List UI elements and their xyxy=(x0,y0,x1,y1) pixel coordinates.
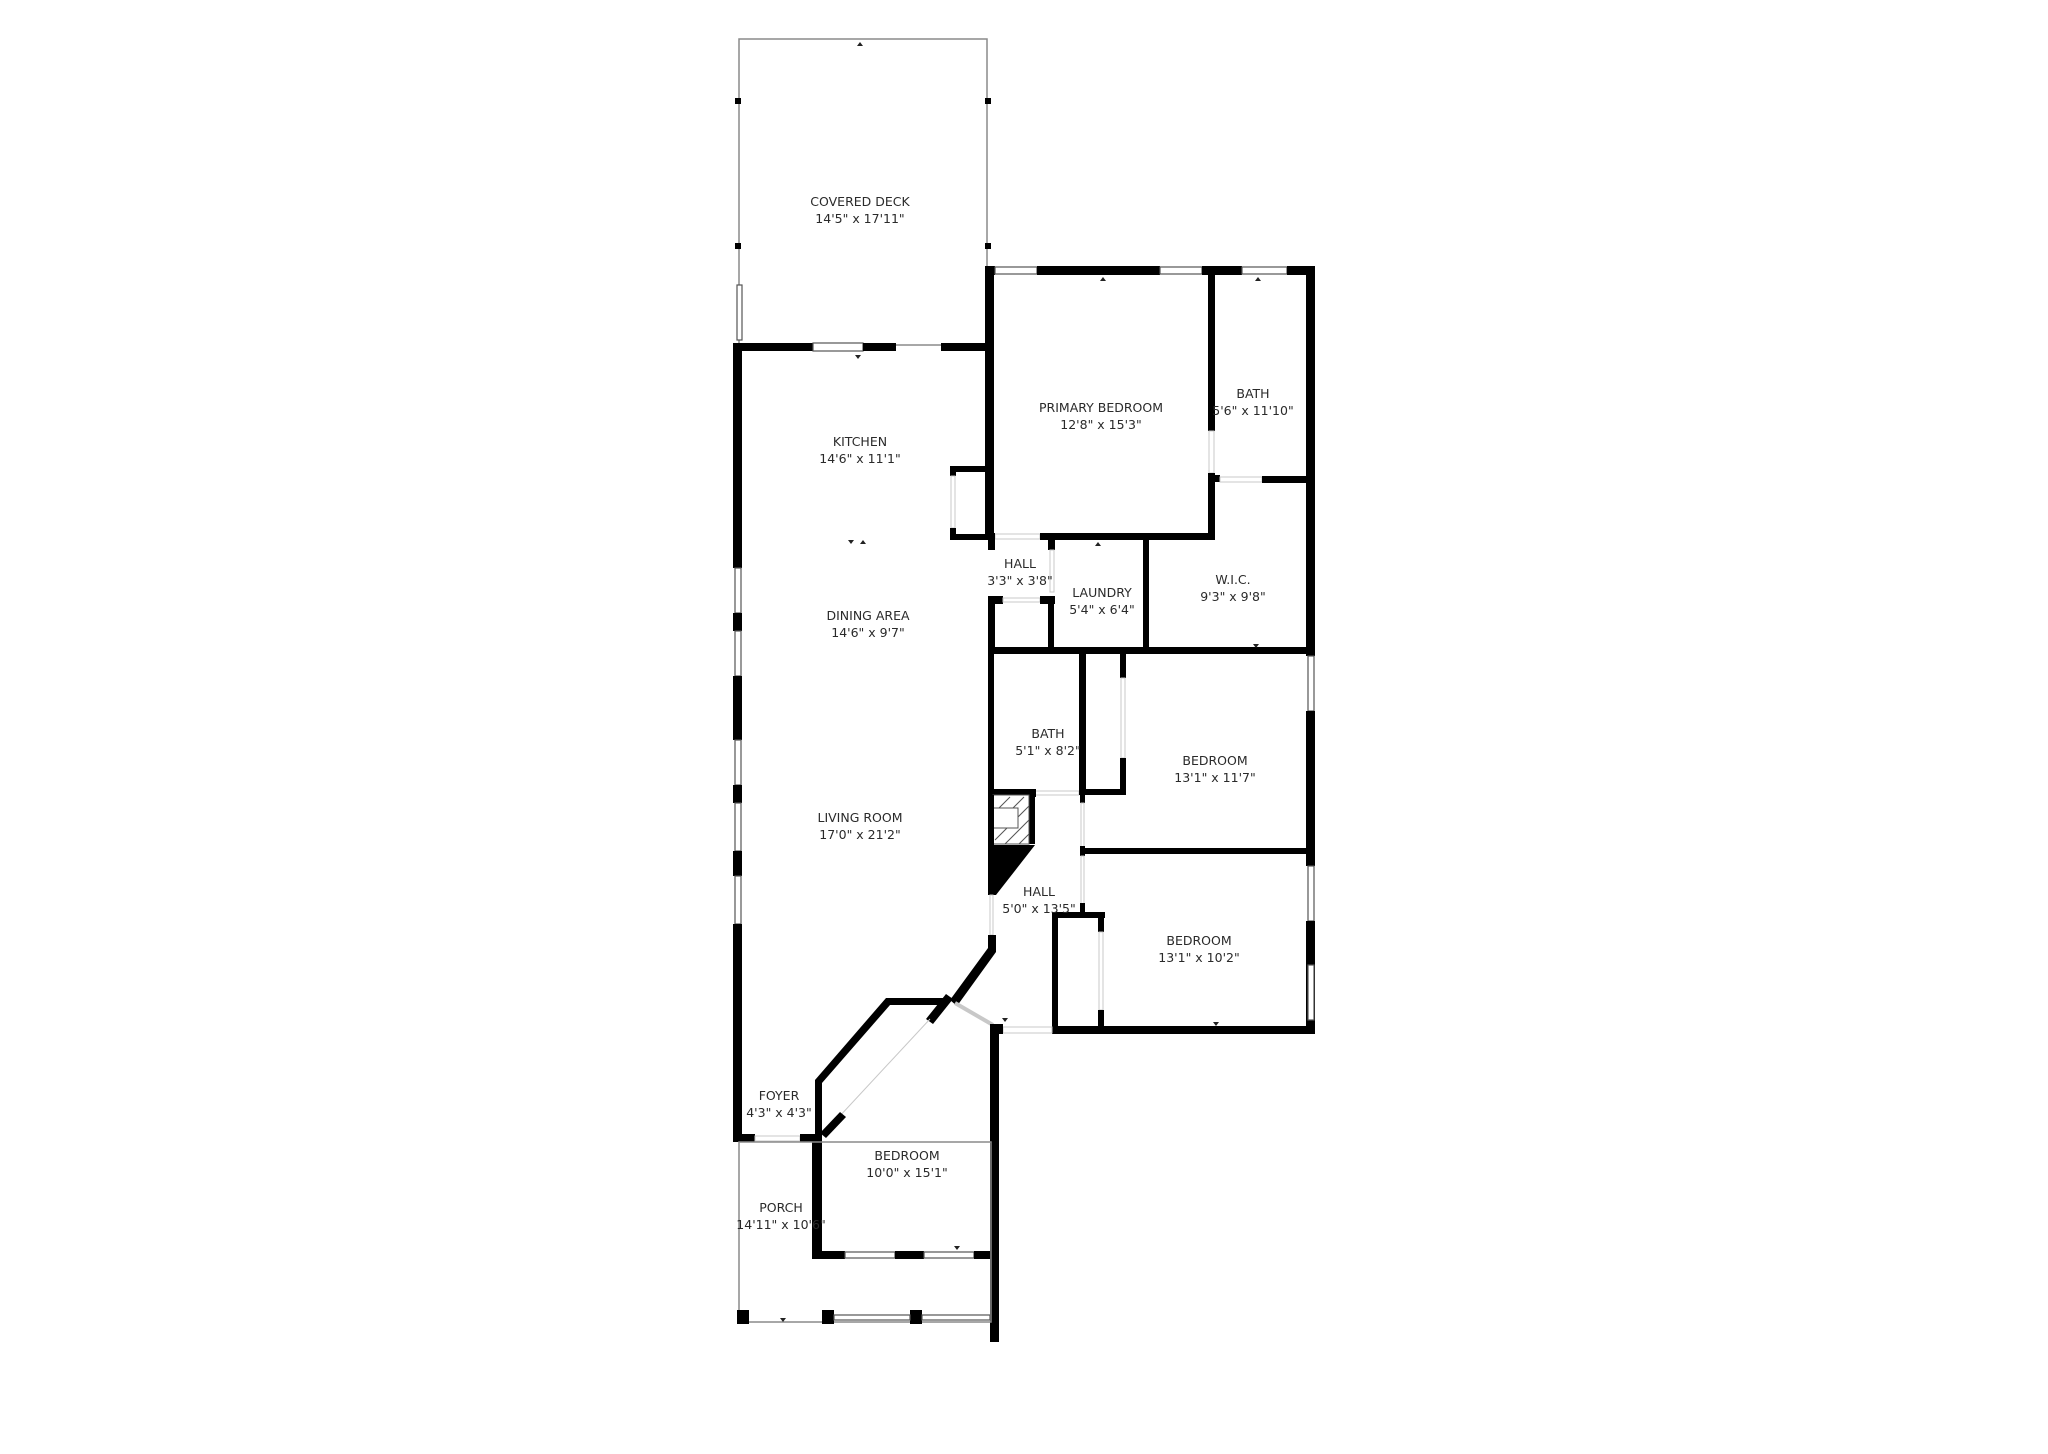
room-label-hall-small: HALL 3'3" x 3'8" xyxy=(987,555,1053,589)
room-name: HALL xyxy=(1023,884,1055,899)
room-name: DINING AREA xyxy=(826,608,910,623)
room-dimensions: 14'5" x 17'11" xyxy=(815,211,905,226)
room-label-bath-2: BATH 5'1" x 8'2" xyxy=(1015,725,1081,759)
room-dimensions: 13'1" x 10'2" xyxy=(1158,950,1240,965)
covered-deck-outline xyxy=(735,38,991,346)
room-label-kitchen: KITCHEN 14'6" x 11'1" xyxy=(819,433,900,467)
room-name: BATH xyxy=(1031,726,1065,741)
room-name: BATH xyxy=(1236,386,1270,401)
room-label-bedroom-4: BEDROOM 10'0" x 15'1" xyxy=(866,1147,947,1181)
room-label-covered-deck: COVERED DECK 14'5" x 17'11" xyxy=(810,193,909,227)
room-name: HALL xyxy=(1004,556,1036,571)
room-label-living-room: LIVING ROOM 17'0" x 21'2" xyxy=(817,809,902,843)
room-dimensions: 5'1" x 8'2" xyxy=(1015,743,1081,758)
room-dimensions: 4'3" x 4'3" xyxy=(746,1105,812,1120)
room-dimensions: 12'8" x 15'3" xyxy=(1060,417,1142,432)
room-name: BEDROOM xyxy=(1182,753,1248,768)
room-name: KITCHEN xyxy=(832,434,888,449)
room-dimensions: 13'1" x 11'7" xyxy=(1174,770,1256,785)
room-dimensions: 5'0" x 13'5" xyxy=(1002,901,1076,916)
room-name: FOYER xyxy=(758,1088,800,1103)
room-label-foyer: FOYER 4'3" x 4'3" xyxy=(746,1087,812,1121)
room-name: PORCH xyxy=(759,1200,803,1215)
room-dimensions: 5'6" x 11'10" xyxy=(1212,403,1294,418)
room-dimensions: 14'11" x 10'6" xyxy=(736,1217,826,1232)
room-label-primary-bath: BATH 5'6" x 11'10" xyxy=(1212,385,1293,419)
room-label-bedroom-2: BEDROOM 13'1" x 11'7" xyxy=(1174,752,1255,786)
room-dimensions: 14'6" x 11'1" xyxy=(819,451,901,466)
measurement-markers xyxy=(780,42,1261,1322)
room-label-porch: PORCH 14'11" x 10'6" xyxy=(736,1199,825,1233)
room-label-hall-main: HALL 5'0" x 13'5" xyxy=(1002,883,1075,917)
room-name: PRIMARY BEDROOM xyxy=(1039,400,1163,415)
room-name: LAUNDRY xyxy=(1072,585,1132,600)
room-label-laundry: LAUNDRY 5'4" x 6'4" xyxy=(1069,584,1135,618)
room-dimensions: 5'4" x 6'4" xyxy=(1069,602,1135,617)
room-name: LIVING ROOM xyxy=(817,810,903,825)
room-dimensions: 10'0" x 15'1" xyxy=(866,1165,948,1180)
room-dimensions: 3'3" x 3'8" xyxy=(987,573,1053,588)
fireplace-hatch xyxy=(992,794,1030,845)
room-name: BEDROOM xyxy=(874,1148,940,1163)
room-label-wic: W.I.C. 9'3" x 9'8" xyxy=(1200,571,1266,605)
walls xyxy=(733,266,1315,1342)
room-name: COVERED DECK xyxy=(810,194,910,209)
room-name: BEDROOM xyxy=(1166,933,1232,948)
room-name: W.I.C. xyxy=(1215,572,1251,587)
room-label-bedroom-3: BEDROOM 13'1" x 10'2" xyxy=(1158,932,1239,966)
room-dimensions: 14'6" x 9'7" xyxy=(831,625,905,640)
room-label-dining-area: DINING AREA 14'6" x 9'7" xyxy=(826,607,909,641)
room-dimensions: 17'0" x 21'2" xyxy=(819,827,901,842)
room-label-primary-bedroom: PRIMARY BEDROOM 12'8" x 15'3" xyxy=(1039,399,1163,433)
room-dimensions: 9'3" x 9'8" xyxy=(1200,589,1266,604)
